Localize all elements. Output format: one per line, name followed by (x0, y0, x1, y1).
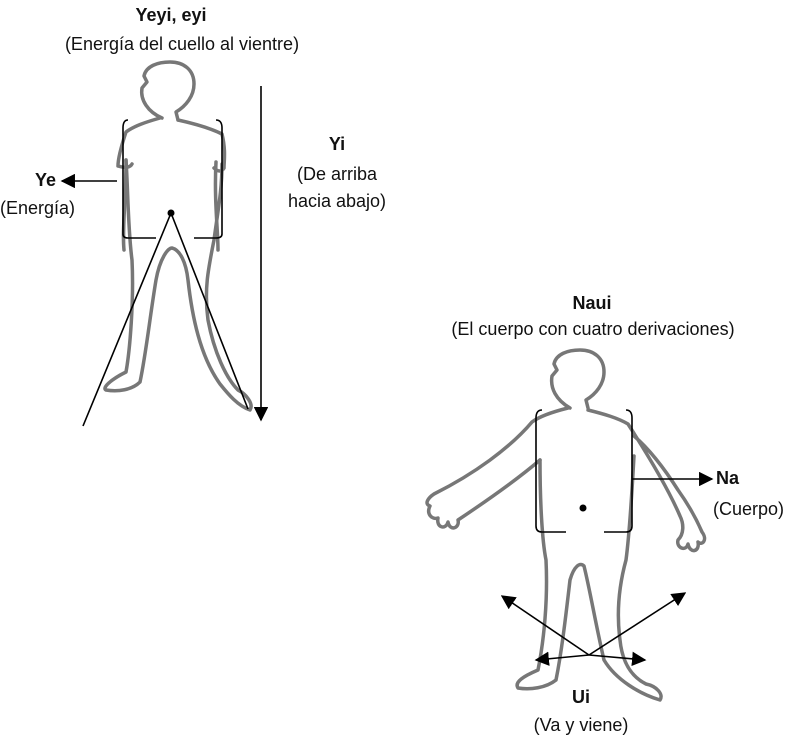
ui-arrow-inner-right (589, 655, 645, 660)
right-lines (502, 479, 712, 660)
ye-title: Ye (35, 169, 56, 191)
left-lines (62, 86, 261, 426)
leg-line-right (171, 213, 248, 409)
right-navel-dot (580, 505, 587, 512)
left-subtitle: (Energía del cuello al vientre) (65, 33, 299, 55)
ui-desc: (Va y viene) (534, 714, 629, 736)
left-torso-bracket (123, 120, 222, 238)
right-body-outline (427, 350, 705, 700)
ye-desc: (Energía) (0, 197, 75, 219)
right-subtitle: (El cuerpo con cuatro derivaciones) (451, 318, 734, 340)
yi-title: Yi (329, 133, 345, 155)
left-body-outline (105, 62, 251, 410)
ui-arrow-inner-left (536, 655, 589, 660)
leg-line-left (83, 213, 171, 426)
yi-desc-line1: (De arriba (297, 163, 377, 185)
na-title: Na (716, 467, 739, 489)
right-torso-bracket (536, 410, 632, 532)
ui-title: Ui (572, 686, 590, 708)
na-desc: (Cuerpo) (713, 498, 784, 520)
right-title: Naui (572, 292, 611, 314)
left-title: Yeyi, eyi (135, 4, 206, 26)
ui-arrow-outer-right (589, 593, 685, 655)
yi-desc-line2: hacia abajo) (288, 190, 386, 212)
